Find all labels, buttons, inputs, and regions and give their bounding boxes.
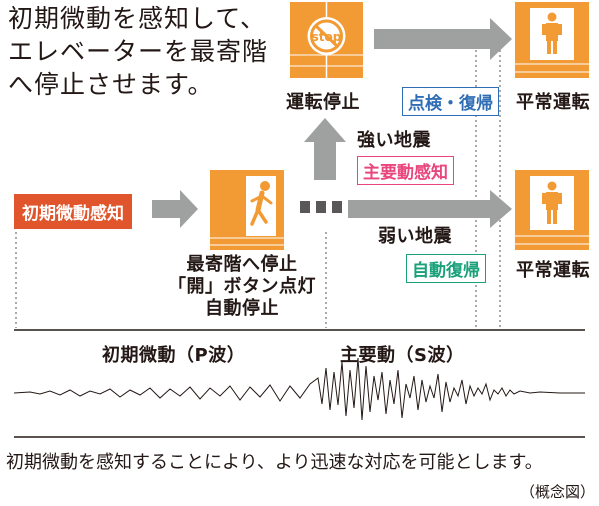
s-wave-label: 主要動（S波） [340, 345, 465, 366]
auto-recovery-box: 自動復帰 [406, 254, 486, 283]
weak-quake-label: 弱い地震 [378, 226, 452, 247]
intro-line-3: へ停止させます。 [8, 70, 214, 99]
nearest-floor-stop-label: 最寄階へ停止 [186, 254, 298, 275]
conceptual-diagram-note: （概念図） [519, 483, 595, 501]
arrow-to-nearest-floor [152, 190, 198, 228]
elevator-normal-auto-icon [515, 170, 589, 250]
strong-quake-label: 強い地震 [357, 130, 431, 151]
normal-operation-label-top: 平常運転 [516, 92, 590, 113]
arrow-up-to-stop [304, 118, 346, 180]
intro-line-1: 初期微動を感知して、 [8, 4, 267, 33]
operation-stop-label: 運転停止 [286, 92, 360, 113]
seismic-waveform [13, 357, 585, 421]
main-motion-detected-box: 主要動感知 [357, 156, 454, 185]
intro-line-2: エレベーターを最寄階 [8, 37, 269, 66]
arrow-to-auto-resume [348, 190, 512, 228]
arrow-to-inspection [374, 18, 512, 60]
elevator-normal-top-icon [515, 2, 589, 78]
branch-dots [300, 201, 342, 213]
elevator-open-icon [210, 170, 284, 250]
svg-text:stop: stop [312, 30, 342, 44]
standing-person-icon [542, 12, 562, 54]
elevator-stop-icon: stop [290, 2, 363, 78]
footer-caption: 初期微動を感知することにより、より迅速な対応を可能とします。 [6, 452, 543, 473]
running-person-icon [250, 181, 273, 226]
normal-operation-label-auto: 平常運転 [516, 260, 590, 281]
p-wave-label: 初期微動（P波） [102, 345, 246, 366]
open-button-lit-label: 「開」ボタン点灯 [168, 276, 316, 297]
nearest-floor-stop-labels: 最寄階へ停止 「開」ボタン点灯 自動停止 [160, 254, 324, 320]
stop-sign-icon: stop [307, 17, 346, 55]
intro-text: 初期微動を感知して、 エレベーターを最寄階 へ停止させます。 [8, 2, 268, 101]
auto-stop-label: 自動停止 [205, 298, 279, 319]
inspection-recovery-box: 点検・復帰 [402, 87, 499, 116]
standing-person-icon [542, 181, 562, 224]
initial-tremor-detected-tag: 初期微動感知 [14, 194, 132, 229]
